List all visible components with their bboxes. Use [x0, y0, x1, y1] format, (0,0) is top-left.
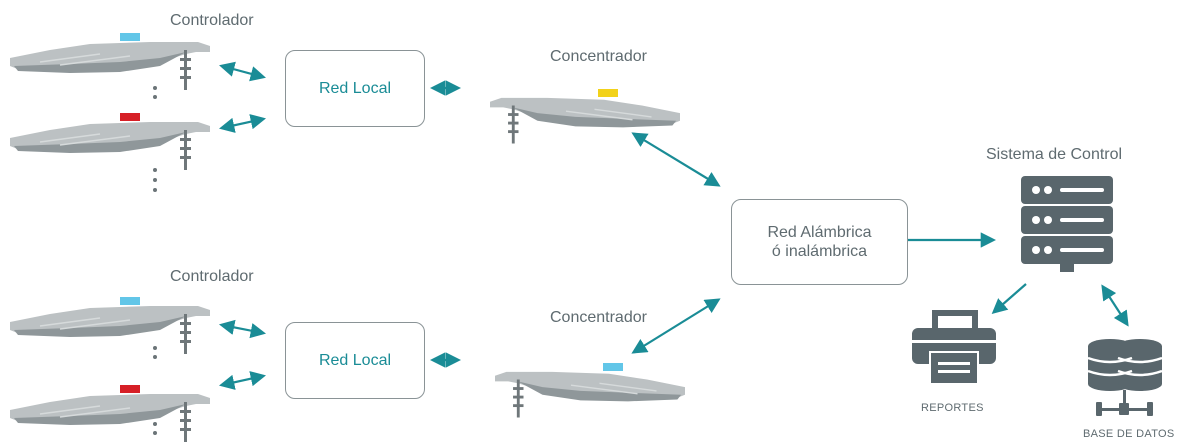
server-icon [1021, 176, 1113, 272]
red-alambrica-box: Red Alámbrica ó inalámbrica [731, 199, 908, 285]
streetlight-icon [494, 363, 686, 419]
controlador-label: Controlador [170, 12, 254, 29]
streetlight-icon [9, 385, 211, 443]
sistema-control-label: Sistema de Control [986, 146, 1123, 163]
concentrador-label: Concentrador [550, 309, 647, 326]
red-local-label: Red Local [318, 80, 392, 97]
red-local-label: Red Local [318, 352, 392, 369]
red-local-box: Red Local [285, 50, 425, 127]
ellipsis-dots [153, 86, 157, 435]
red-alambrica-label-line2: ó inalámbrica [771, 243, 868, 260]
connection-arrows [218, 61, 1129, 390]
printer-icon [912, 310, 996, 385]
streetlight-icon [9, 113, 211, 171]
streetlight-icon [9, 297, 211, 355]
database-icon [1087, 339, 1163, 416]
controlador-label: Controlador [170, 268, 254, 285]
reportes-label: REPORTES [921, 402, 984, 414]
concentrador-label: Concentrador [550, 48, 647, 65]
streetlight-icon [489, 89, 681, 145]
red-alambrica-label-line1: Red Alámbrica [767, 224, 872, 241]
base-datos-label: BASE DE DATOS [1083, 428, 1175, 440]
red-local-box: Red Local [285, 322, 425, 399]
streetlight-icon [9, 33, 211, 91]
